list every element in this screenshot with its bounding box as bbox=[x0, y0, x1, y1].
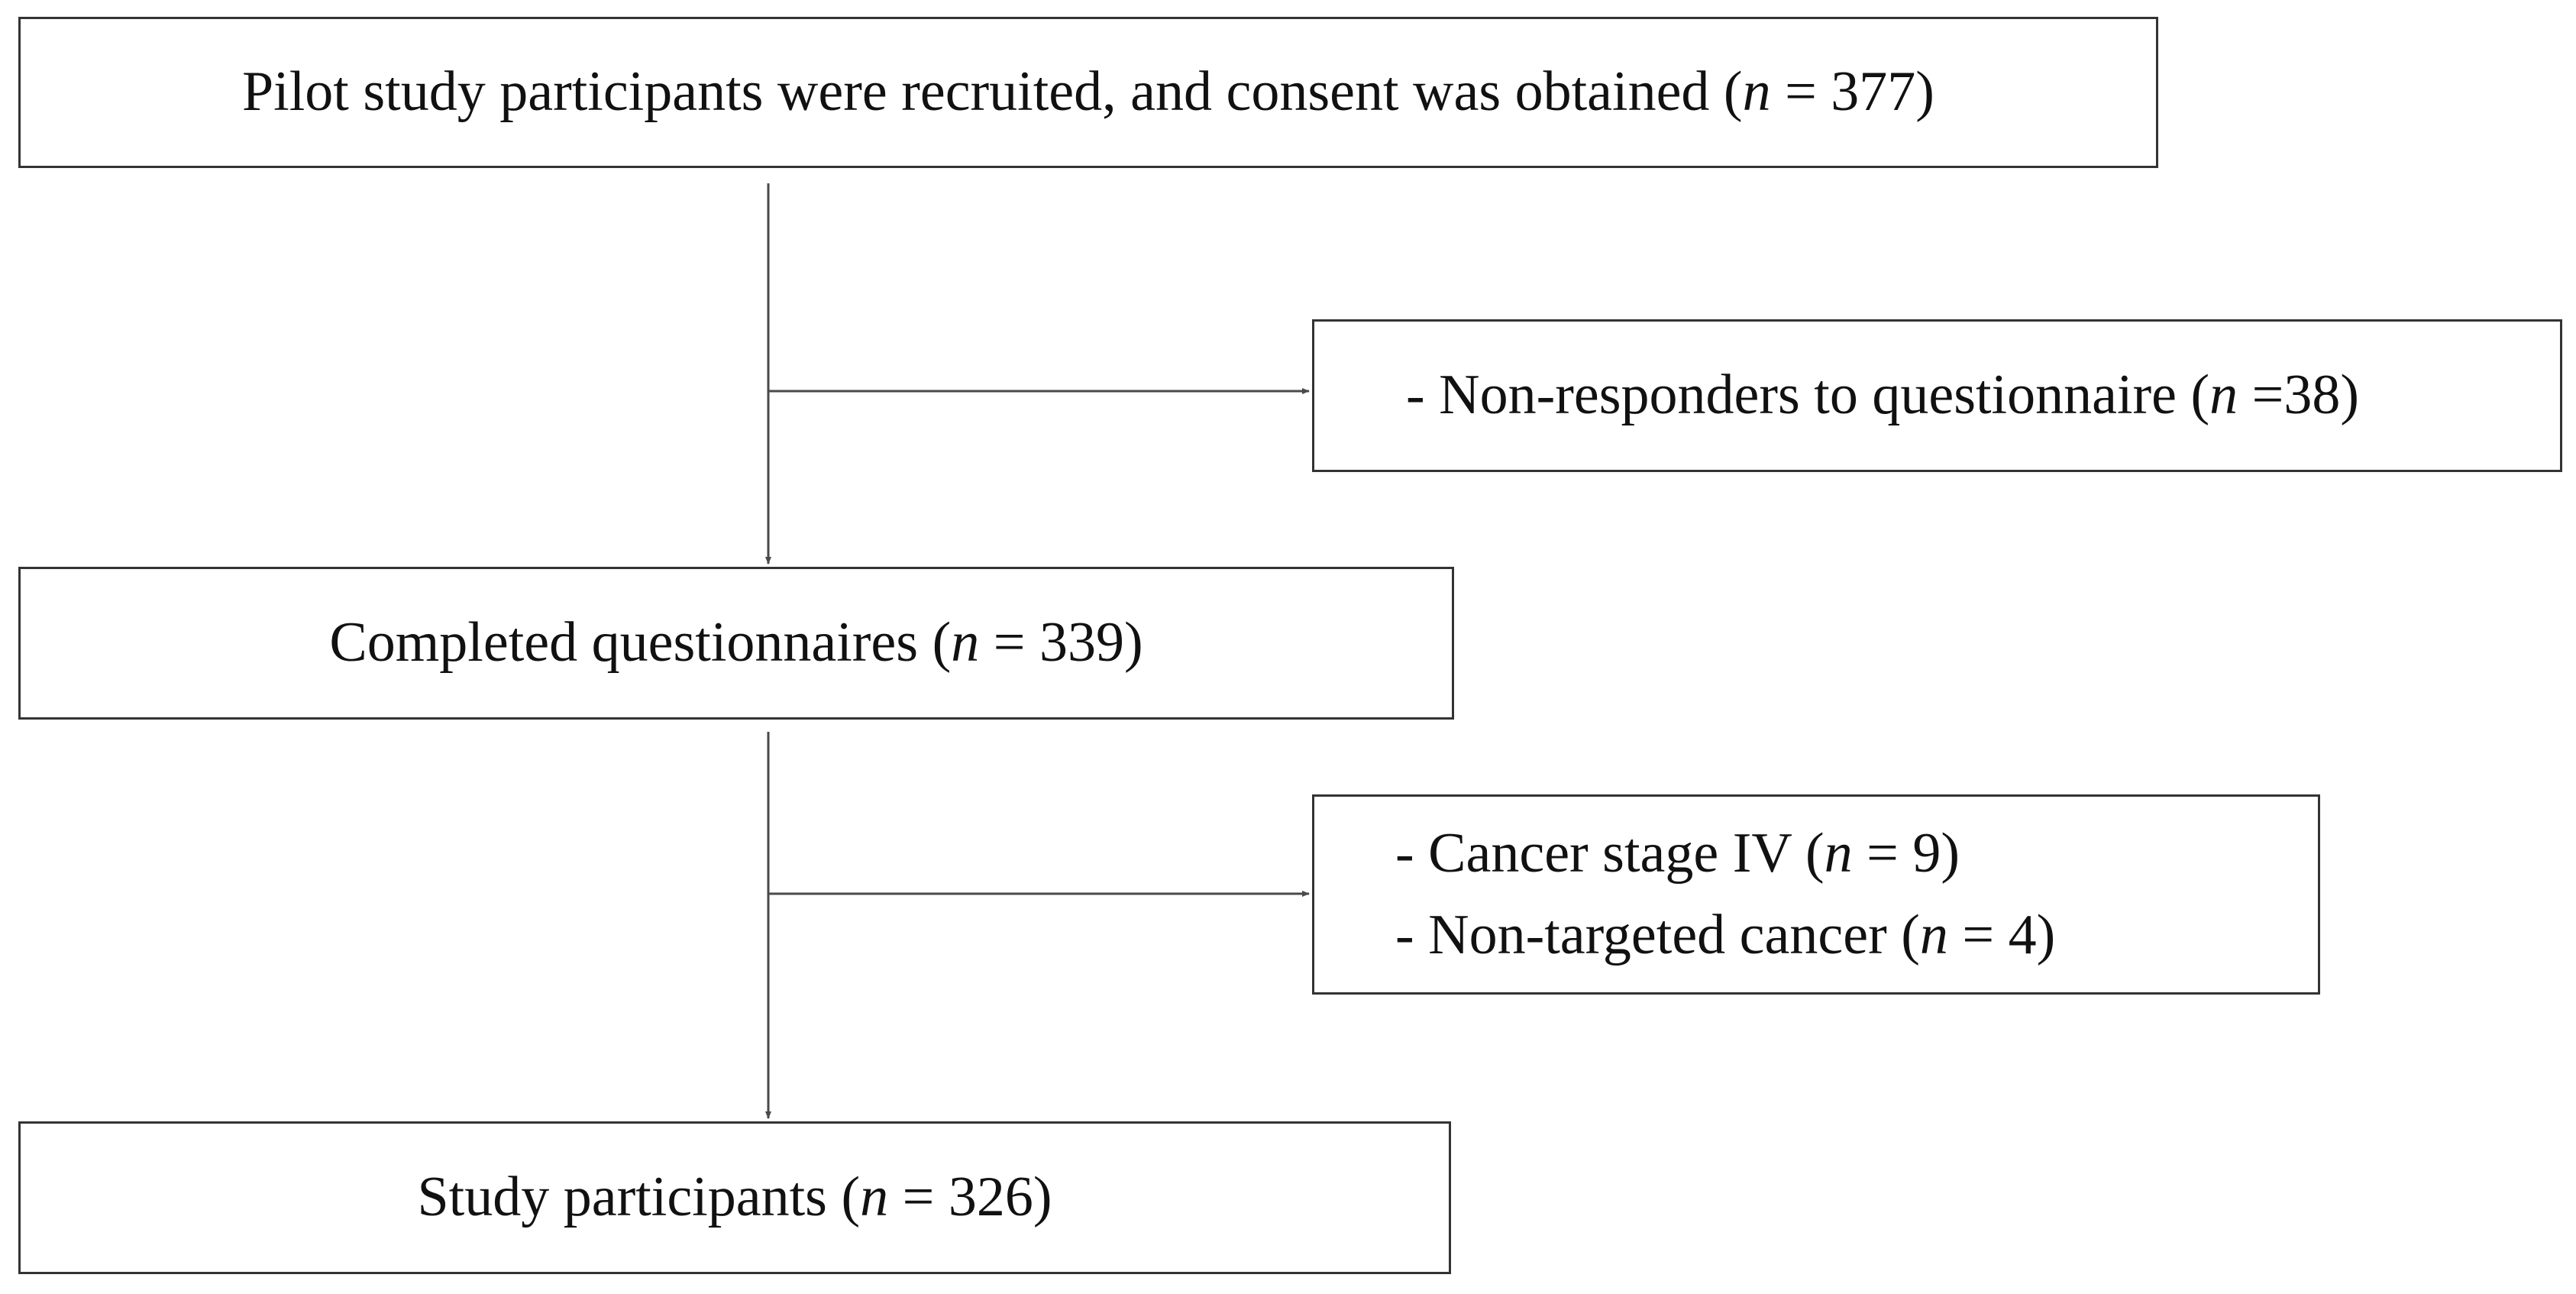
excluded-item-text: - Cancer stage IV ( bbox=[1395, 821, 1825, 885]
recruited-box: Pilot study participants were recruited,… bbox=[18, 17, 2158, 168]
recruited-text: Pilot study participants were recruited,… bbox=[242, 60, 1743, 124]
excluded-item-n-label: n bbox=[1824, 821, 1853, 885]
completed-n-value: = 339) bbox=[979, 611, 1143, 674]
excluded-item-n-value: = 9) bbox=[1852, 821, 1960, 885]
completed-n-label: n bbox=[951, 611, 980, 674]
study-participants-text: Study participants ( bbox=[417, 1166, 861, 1229]
study-participants-n-value: = 326) bbox=[888, 1166, 1052, 1229]
excluded-list: - Cancer stage IV (n = 9) - Non-targeted… bbox=[1395, 813, 2055, 977]
study-participants-box: Study participants (n = 326) bbox=[18, 1121, 1451, 1274]
completed-label: Completed questionnaires (n = 339) bbox=[329, 602, 1143, 684]
study-participants-n-label: n bbox=[860, 1166, 889, 1229]
completed-text: Completed questionnaires ( bbox=[329, 611, 952, 674]
recruited-n-value: = 377) bbox=[1770, 60, 1934, 124]
excluded-item-n-label: n bbox=[1919, 904, 1948, 966]
excluded-item-stage-iv: - Cancer stage IV (n = 9) bbox=[1395, 813, 2055, 894]
excluded-item-text: - Non-targeted cancer ( bbox=[1395, 904, 1920, 966]
recruited-n-label: n bbox=[1742, 60, 1771, 124]
non-responders-label: - Non-responders to questionnaire (n =38… bbox=[1406, 354, 2359, 436]
excluded-item-non-targeted: - Non-targeted cancer (n = 4) bbox=[1395, 894, 2055, 976]
excluded-box: - Cancer stage IV (n = 9) - Non-targeted… bbox=[1312, 794, 2320, 995]
non-responders-text: - Non-responders to questionnaire ( bbox=[1406, 364, 2210, 427]
non-responders-n-label: n bbox=[2209, 364, 2238, 427]
excluded-item-n-value: = 4) bbox=[1947, 904, 2056, 966]
completed-box: Completed questionnaires (n = 339) bbox=[18, 567, 1454, 720]
non-responders-n-value: =38) bbox=[2238, 364, 2360, 427]
recruited-label: Pilot study participants were recruited,… bbox=[242, 51, 1934, 133]
study-participants-label: Study participants (n = 326) bbox=[418, 1157, 1052, 1238]
non-responders-box: - Non-responders to questionnaire (n =38… bbox=[1312, 319, 2562, 472]
